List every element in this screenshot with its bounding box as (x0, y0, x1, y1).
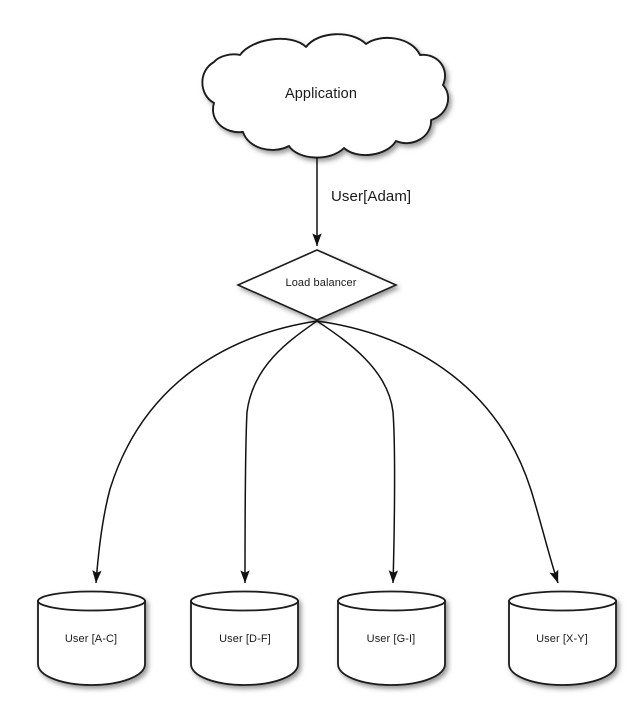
edge-balancer-to-db-3 (316, 320, 559, 584)
node-cylinder-db-3[interactable] (508, 590, 617, 686)
node-cylinder-db-0[interactable] (37, 590, 146, 686)
node-cylinder-db-1[interactable] (190, 590, 299, 686)
node-cylinder-db-2[interactable] (337, 590, 446, 686)
edge-balancer-to-db-2 (316, 320, 399, 584)
node-cloud-application[interactable] (201, 33, 450, 159)
edge-balancer-to-db-1 (240, 320, 318, 584)
edge-balancer-to-db-0 (92, 320, 318, 584)
node-diamond-load-balancer[interactable] (236, 249, 398, 321)
